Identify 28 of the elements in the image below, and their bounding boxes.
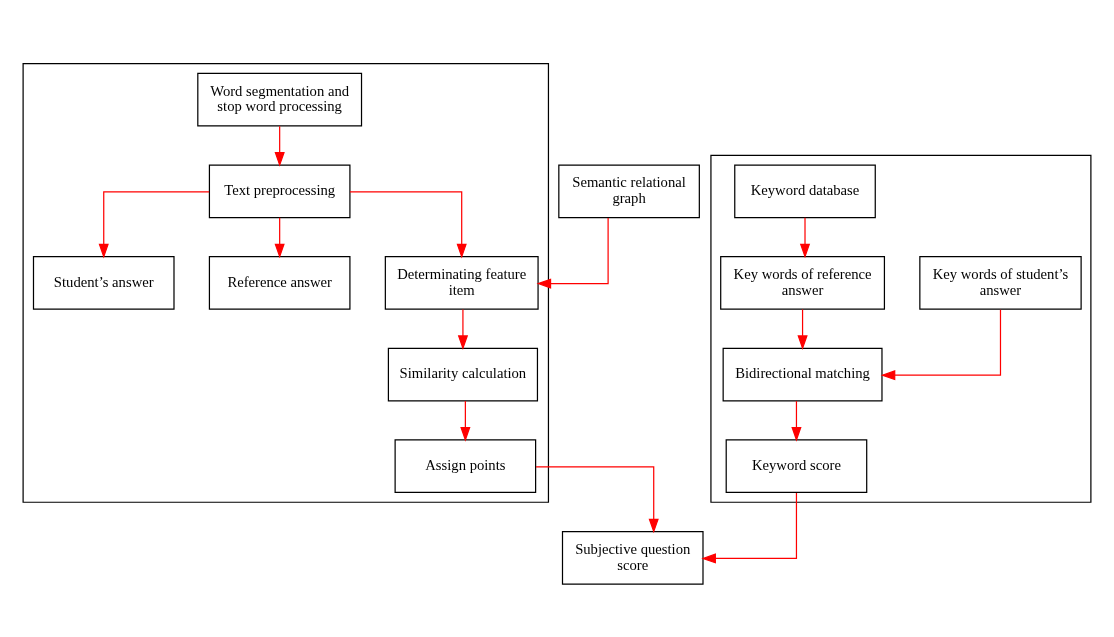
arrow (274, 125, 285, 167)
node-box: Key words of reference answer (720, 255, 886, 310)
arrow (274, 216, 285, 258)
node-box: Student’s answer (32, 255, 175, 310)
node-box: Text preprocessing (208, 163, 351, 218)
arrow (799, 216, 811, 258)
arrow (460, 399, 471, 442)
node-box: Similarity calculation (387, 347, 539, 401)
node-box: Subjective question score (561, 530, 704, 585)
node-box: Assign points (394, 438, 537, 493)
arrow (349, 190, 467, 258)
arrow (701, 491, 798, 564)
node-box: Semantic relational graph (558, 163, 700, 218)
node-box: Determinating feature item (384, 255, 539, 310)
arrow (791, 399, 802, 442)
arrow (536, 216, 609, 289)
arrow (797, 308, 808, 350)
cluster (710, 154, 1092, 503)
node-box: Keyword database (734, 163, 876, 218)
node-box: Bidirectional matching (722, 347, 883, 401)
arrow (98, 190, 210, 258)
node-box: Reference answer (208, 255, 351, 310)
node-box: Word segmentation and stop word processing (197, 72, 363, 127)
arrow (880, 308, 1002, 380)
arrow (457, 308, 469, 350)
node-box: Key words of student’s answer (919, 255, 1082, 310)
node-box: Keyword score (725, 438, 868, 493)
arrow (535, 465, 659, 533)
